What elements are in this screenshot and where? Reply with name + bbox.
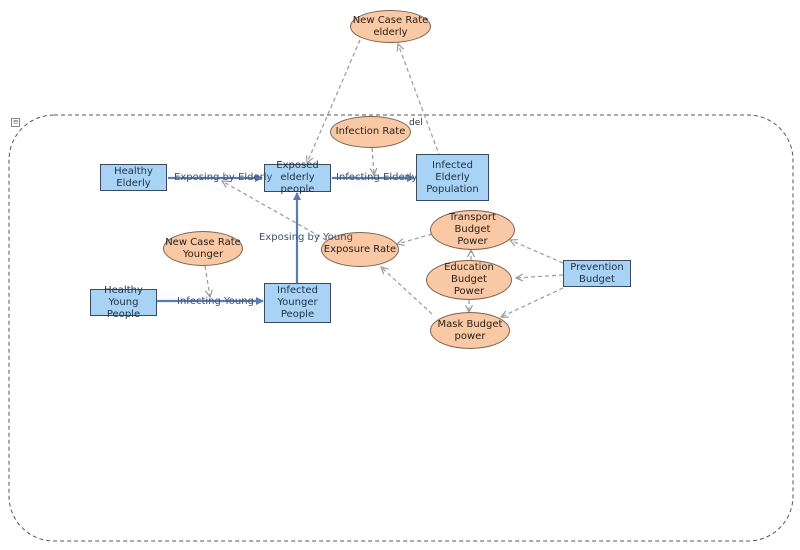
flow-label-infecting-elderly[interactable]: Infecting Elderly	[336, 172, 418, 183]
stock-exposed-elderly[interactable]: Exposed elderly people	[264, 160, 331, 195]
link-prevention-to-transport[interactable]	[510, 240, 564, 264]
variable-new-case-rate-elderly[interactable]: New Case Rate elderly	[350, 10, 431, 43]
link-lines	[204, 39, 564, 317]
stock-healthy-young[interactable]: Healthy Young People	[90, 285, 157, 320]
link-mask-to-exposure[interactable]	[381, 267, 433, 315]
flow-label-exposing-young[interactable]: Exposing by Young	[259, 232, 353, 243]
link-newcase-younger-to-infecting[interactable]	[204, 265, 210, 297]
link-infected-elderly-to-newcase[interactable]	[398, 44, 441, 158]
flow-lines	[156, 174, 415, 305]
link-prevention-to-mask[interactable]	[501, 287, 564, 317]
link-newcase-elderly-to-exposed[interactable]	[307, 39, 361, 163]
link-infection-rate-to-flow[interactable]	[372, 147, 374, 175]
variable-new-case-rate-younger[interactable]: New Case Rate Younger	[163, 231, 243, 266]
group-boundary	[8, 114, 794, 542]
link-exposure-to-exposing-elderly[interactable]	[222, 181, 327, 241]
link-transport-to-exposure[interactable]	[397, 233, 433, 244]
stock-infected-younger[interactable]: Infected Younger People	[264, 283, 331, 323]
variable-transport-budget-power[interactable]: Transport Budget Power	[430, 210, 515, 250]
variable-education-budget-power[interactable]: Education Budget Power	[426, 260, 512, 300]
variable-prevention-budget[interactable]: Prevention Budget	[563, 260, 631, 287]
flow-label-infecting-young[interactable]: Infecting Young	[177, 296, 254, 307]
variable-exposure-rate[interactable]: Exposure Rate	[321, 232, 399, 267]
variable-mask-budget-power[interactable]: Mask Budget power	[430, 312, 510, 349]
flow-label-exposing-elderly[interactable]: Exposing by Elderly	[174, 172, 273, 183]
variable-infection-rate[interactable]: Infection Rate	[330, 116, 411, 148]
group-collapse-button[interactable]: ⊟	[11, 118, 20, 127]
stock-healthy-elderly[interactable]: Healthy Elderly	[100, 164, 167, 191]
text-fragment-del: del	[409, 118, 423, 128]
link-prevention-to-education[interactable]	[516, 275, 564, 278]
stock-infected-elderly[interactable]: Infected Elderly Population	[416, 154, 489, 201]
